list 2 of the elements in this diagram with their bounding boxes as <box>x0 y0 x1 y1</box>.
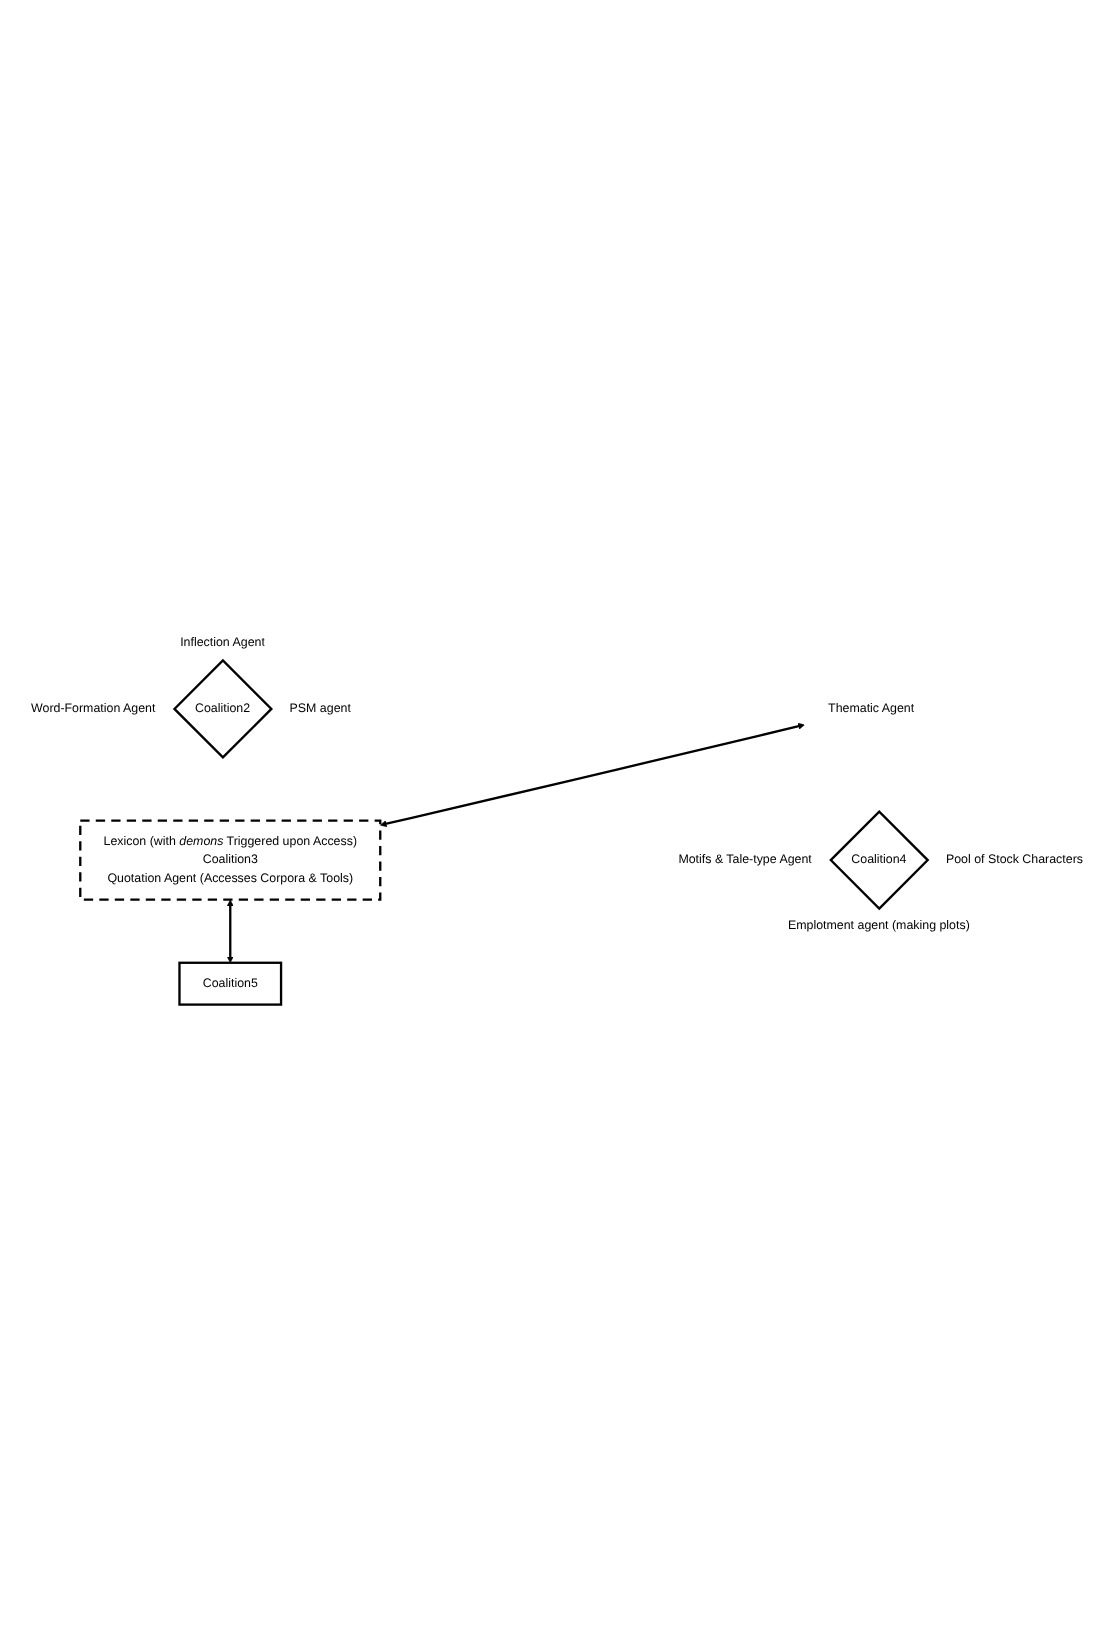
double-headed-arrow <box>379 723 805 828</box>
double-headed-arrow <box>226 900 234 964</box>
